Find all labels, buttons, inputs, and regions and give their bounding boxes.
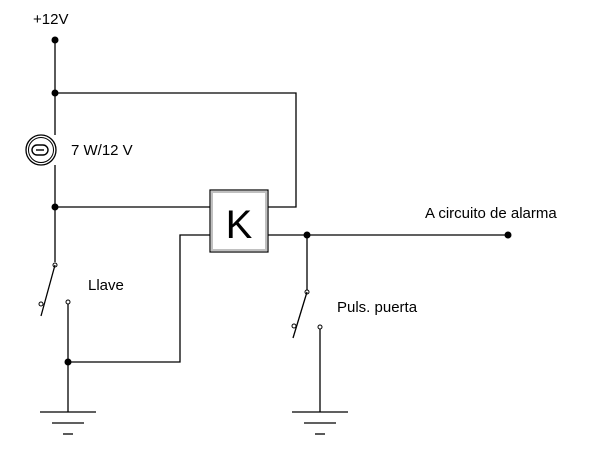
door-switch-icon: [291, 289, 323, 339]
relay-return-wire: [68, 234, 210, 363]
ground-icon-right: [292, 411, 348, 435]
relay-label: K: [226, 203, 253, 247]
key-switch-label: Llave: [88, 277, 124, 294]
supply-label: +12V: [33, 11, 68, 28]
relay-contact-wire: [55, 92, 297, 208]
door-switch-label: Puls. puerta: [337, 299, 418, 316]
supply-terminal: [51, 36, 59, 44]
key-switch-icon: [38, 262, 71, 317]
relay-box: K: [209, 189, 269, 253]
lamp-label: 7 W/12 V: [71, 142, 133, 159]
ground-icon-left: [40, 411, 96, 435]
output-label: A circuito de alarma: [425, 205, 557, 222]
output-terminal: [504, 231, 512, 239]
lamp-icon: [25, 134, 57, 166]
